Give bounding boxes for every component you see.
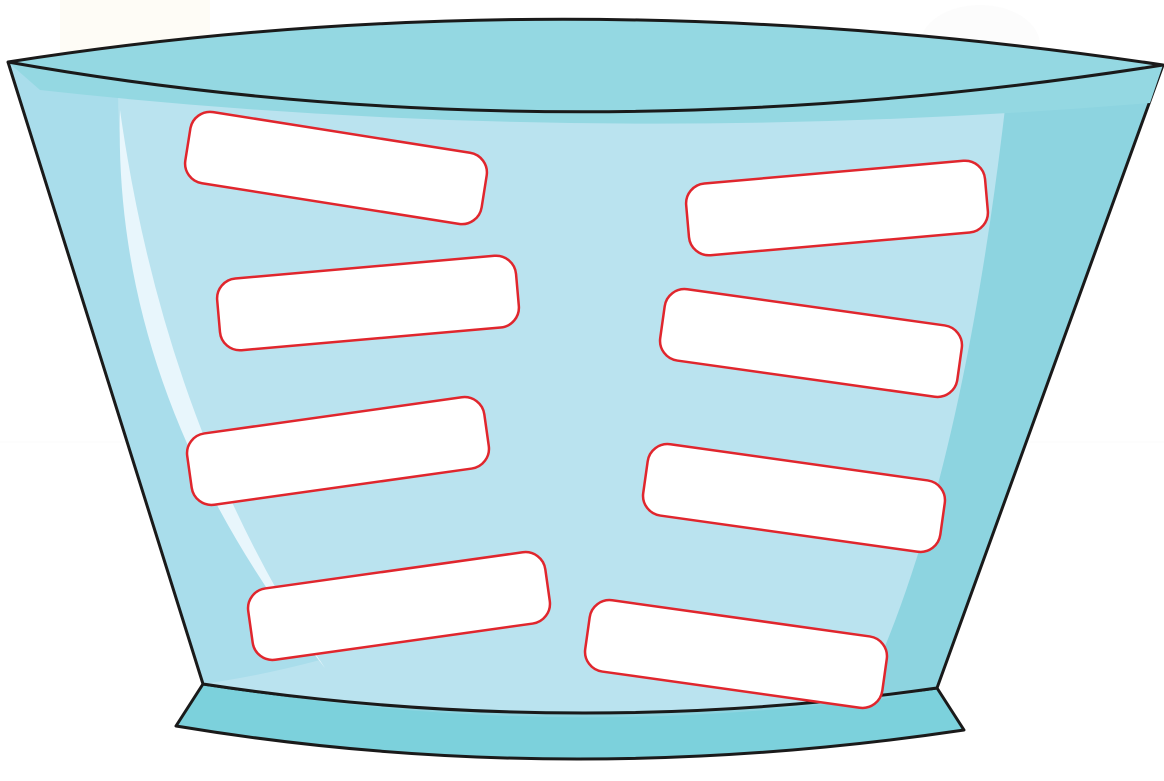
bowl-scene [0,0,1164,781]
